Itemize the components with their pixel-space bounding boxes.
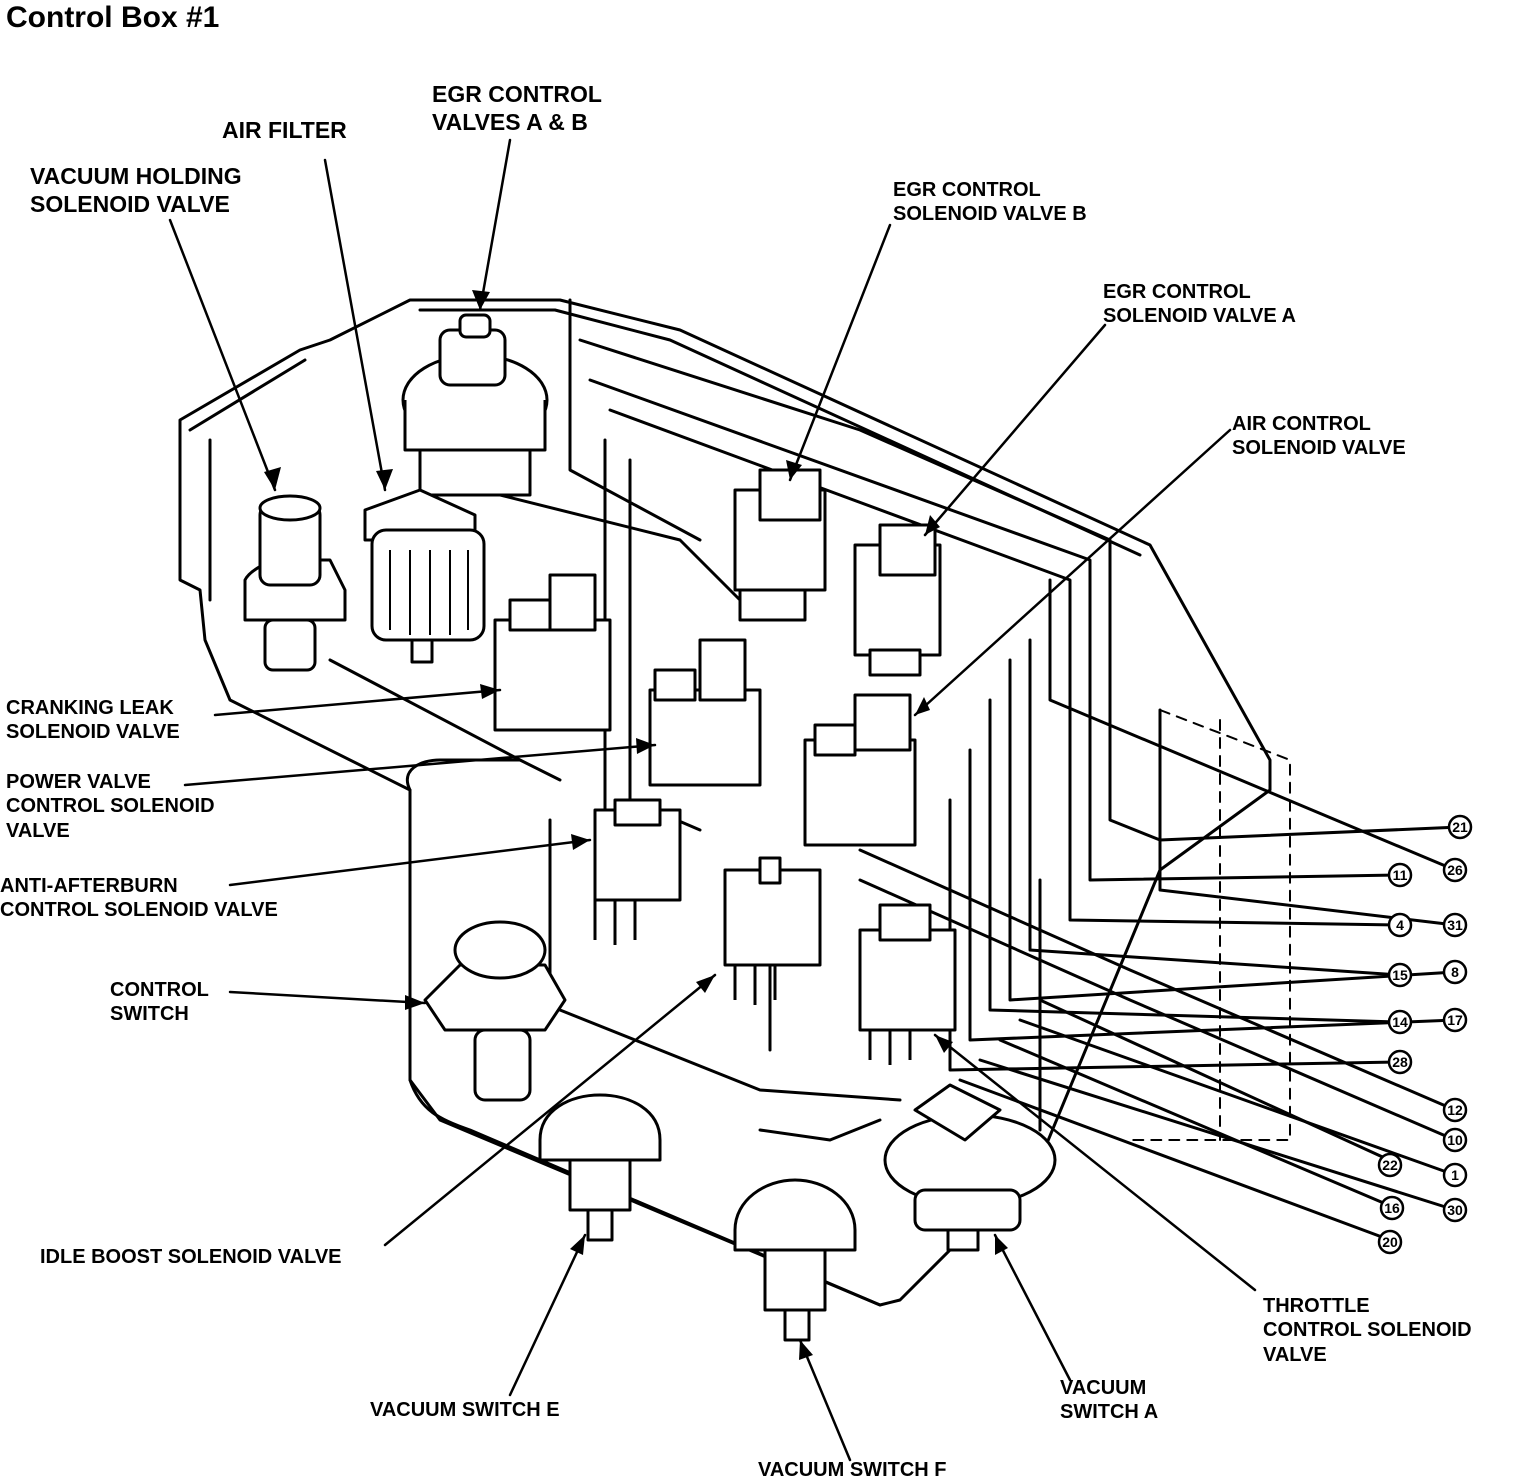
hose-number-label: 15: [1392, 967, 1408, 983]
hose-number-15: 15: [1387, 962, 1413, 988]
hose-number-20: 20: [1377, 1229, 1403, 1255]
hose-number-circle: [1442, 1097, 1468, 1123]
label-cranking-leak-solenoid-valve: CRANKING LEAK SOLENOID VALVE: [6, 697, 180, 744]
label-egr-control-solenoid-valve-b: EGR CONTROL SOLENOID VALVE B: [893, 179, 1087, 226]
hose-number-label: 22: [1382, 1157, 1398, 1173]
egr-control-solenoid-valve-a-shape: [853, 523, 942, 677]
hose-number-circle: [1387, 912, 1413, 938]
throttle-control-solenoid-valve-shape: [858, 903, 957, 1065]
hose-number-circle: [1387, 1009, 1413, 1035]
hose-number-17: 17: [1442, 1007, 1468, 1033]
hose-number-26: 26: [1442, 857, 1468, 883]
hose-number-label: 31: [1447, 917, 1463, 933]
hose-number-14: 14: [1387, 1009, 1413, 1035]
page-title: Control Box #1: [6, 1, 220, 34]
egr-control-solenoid-valve-b-shape: [733, 468, 827, 622]
hose-number-label: 20: [1382, 1234, 1398, 1250]
hose-number-4: 4: [1387, 912, 1413, 938]
hose-number-31: 31: [1442, 912, 1468, 938]
hose-number-circle: [1379, 1195, 1405, 1221]
hose-number-circle: [1442, 912, 1468, 938]
hose-number-10: 10: [1442, 1127, 1468, 1153]
hose-number-label: 17: [1447, 1012, 1463, 1028]
idle-boost-solenoid-valve-shape: [723, 856, 822, 1005]
vacuum-switch-a-shape: [883, 1083, 1057, 1252]
control-switch-shape: [423, 920, 567, 1102]
hose-number-circle: [1442, 1007, 1468, 1033]
egr-control-valves-ab-shape: [401, 313, 549, 497]
label-air-control-solenoid-valve: AIR CONTROL SOLENOID VALVE: [1232, 413, 1406, 460]
air-filter-shape: [363, 488, 486, 664]
hose-number-28: 28: [1387, 1049, 1413, 1075]
hose-number-label: 21: [1452, 819, 1468, 835]
label-throttle-control-solenoid-valve: THROTTLE CONTROL SOLENOID VALVE: [1263, 1295, 1472, 1366]
hose-number-label: 16: [1384, 1200, 1400, 1216]
hose-number-circle: [1377, 1229, 1403, 1255]
hose-number-12: 12: [1442, 1097, 1468, 1123]
hose-number-label: 8: [1451, 964, 1459, 980]
hose-number-circle: [1442, 959, 1468, 985]
label-idle-boost-solenoid-valve: IDLE BOOST SOLENOID VALVE: [40, 1246, 342, 1268]
hose-number-1: 1: [1442, 1162, 1468, 1188]
label-vacuum-switch-a: VACUUM SWITCH A: [1060, 1377, 1159, 1424]
hose-number-circle: [1442, 1127, 1468, 1153]
cranking-leak-solenoid-valve-shape: [493, 573, 612, 732]
hose-number-label: 11: [1393, 867, 1408, 883]
hose-number-circle: [1387, 962, 1413, 988]
hose-number-circle: [1377, 1152, 1403, 1178]
box-outline: [178, 298, 1272, 1307]
label-egr-control-valves-ab: EGR CONTROL VALVES A & B: [432, 81, 602, 136]
hose-number-label: 28: [1392, 1054, 1408, 1070]
label-egr-control-solenoid-valve-a: EGR CONTROL SOLENOID VALVE A: [1103, 281, 1296, 328]
label-anti-afterburn-control-solenoid-valve: ANTI-AFTERBURN CONTROL SOLENOID VALVE: [0, 875, 278, 922]
hose-number-label: 12: [1447, 1102, 1463, 1118]
hose-number-circle: [1442, 857, 1468, 883]
vacuum-switch-f-shape: [733, 1178, 857, 1342]
label-power-valve-control-solenoid-valve: POWER VALVE CONTROL SOLENOID VALVE: [6, 771, 215, 842]
hose-number-circle: [1447, 814, 1473, 840]
label-air-filter: AIR FILTER: [222, 117, 347, 143]
hose-number-group: 21 26 11 31 4 8 15 17 14 28 12 10 22 1 16 30 20: [1377, 814, 1473, 1255]
anti-afterburn-control-solenoid-valve-shape: [593, 798, 682, 945]
hose-number-label: 10: [1447, 1132, 1463, 1148]
air-control-solenoid-valve-shape: [803, 693, 917, 847]
label-control-switch: CONTROL SWITCH: [110, 979, 209, 1026]
hose-number-circle: [1442, 1197, 1468, 1223]
label-vacuum-switch-f: VACUUM SWITCH F: [758, 1459, 947, 1481]
hose-number-21: 21: [1447, 814, 1473, 840]
hose-number-22: 22: [1377, 1152, 1403, 1178]
power-valve-control-solenoid-valve-shape: [648, 638, 762, 787]
vacuum-holding-solenoid-valve-shape: [243, 494, 347, 672]
hose-number-circle: [1442, 1162, 1468, 1188]
hose-number-16: 16: [1379, 1195, 1405, 1221]
hose-number-circle: [1387, 862, 1413, 888]
hose-number-11: 11: [1387, 862, 1413, 888]
hose-number-30: 30: [1442, 1197, 1468, 1223]
label-vacuum-holding-solenoid-valve: VACUUM HOLDING SOLENOID VALVE: [30, 163, 242, 218]
hose-number-label: 26: [1447, 862, 1463, 878]
label-vacuum-switch-e: VACUUM SWITCH E: [370, 1399, 560, 1421]
hose-number-label: 30: [1447, 1202, 1463, 1218]
vacuum-switch-e-shape: [538, 1093, 662, 1242]
hose-number-label: 4: [1396, 917, 1404, 933]
hose-number-8: 8: [1442, 959, 1468, 985]
hose-number-label: 1: [1451, 1167, 1459, 1183]
hose-number-label: 14: [1392, 1014, 1408, 1030]
hose-number-circle: [1387, 1049, 1413, 1075]
